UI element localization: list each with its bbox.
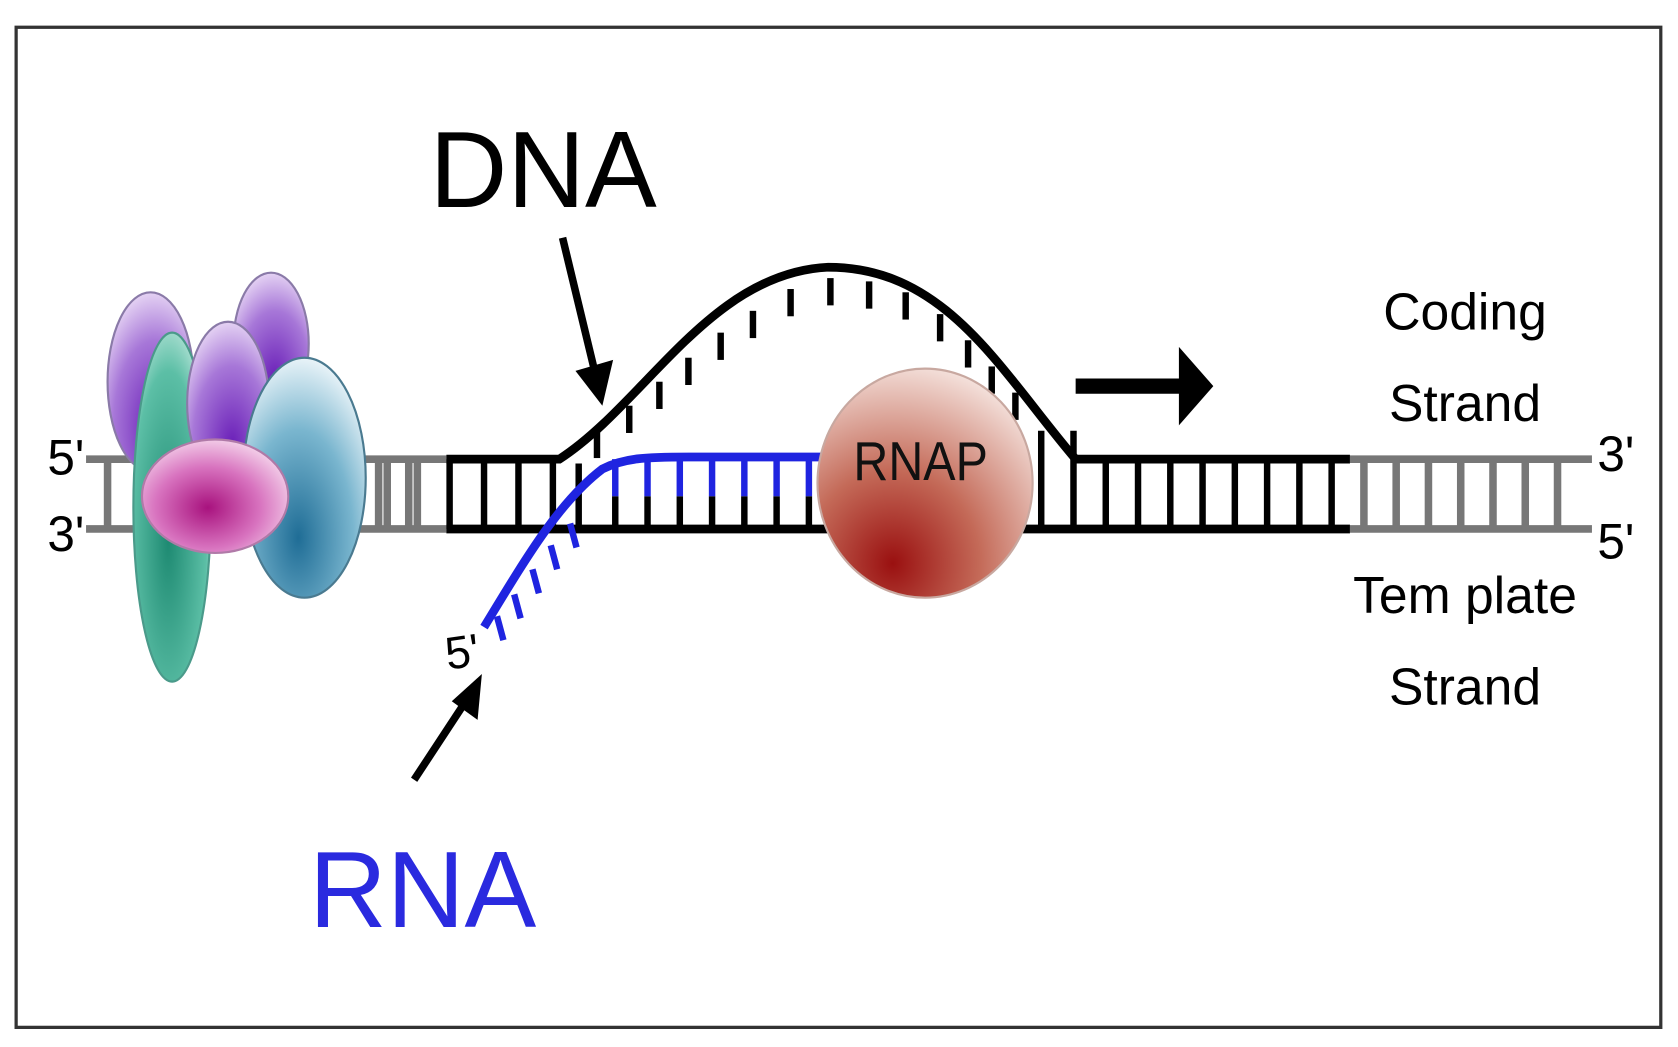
rnap-label: RNAP	[853, 430, 987, 491]
left-bottom-end-label: 3'	[47, 505, 84, 561]
dna-pointer-arrow-icon	[558, 236, 614, 406]
rna-pointer-arrow-icon	[410, 674, 482, 782]
rna-5prime-label: 5'	[442, 624, 482, 680]
right-top-end-label: 3'	[1597, 426, 1634, 482]
direction-arrow-icon	[1075, 346, 1214, 426]
template-strand-label-line1: Tem plate	[1353, 567, 1577, 625]
protein-complex	[106, 271, 367, 683]
rna-strand	[480, 452, 829, 630]
coding-strand-bases	[593, 278, 1019, 459]
dna-right-faded-segment	[1349, 455, 1592, 533]
rna-base	[547, 544, 561, 571]
template-strand-label-line2: Strand	[1389, 658, 1541, 716]
coding-strand-label-line2: Strand	[1389, 375, 1541, 433]
rna-bases	[493, 459, 813, 642]
coding-strand-label-line1: Coding	[1383, 283, 1547, 341]
left-top-end-label: 5'	[47, 429, 84, 485]
rna-base	[566, 522, 580, 549]
rna-label: RNA	[309, 828, 537, 950]
rna-base	[493, 615, 507, 642]
rnap-enzyme	[816, 367, 1034, 599]
magenta-subunit	[140, 438, 290, 555]
right-bottom-end-label: 5'	[1597, 513, 1634, 569]
rna-base	[511, 593, 524, 620]
dna-label: DNA	[430, 109, 658, 231]
coding-strand	[446, 262, 1350, 464]
rna-base	[529, 568, 543, 595]
